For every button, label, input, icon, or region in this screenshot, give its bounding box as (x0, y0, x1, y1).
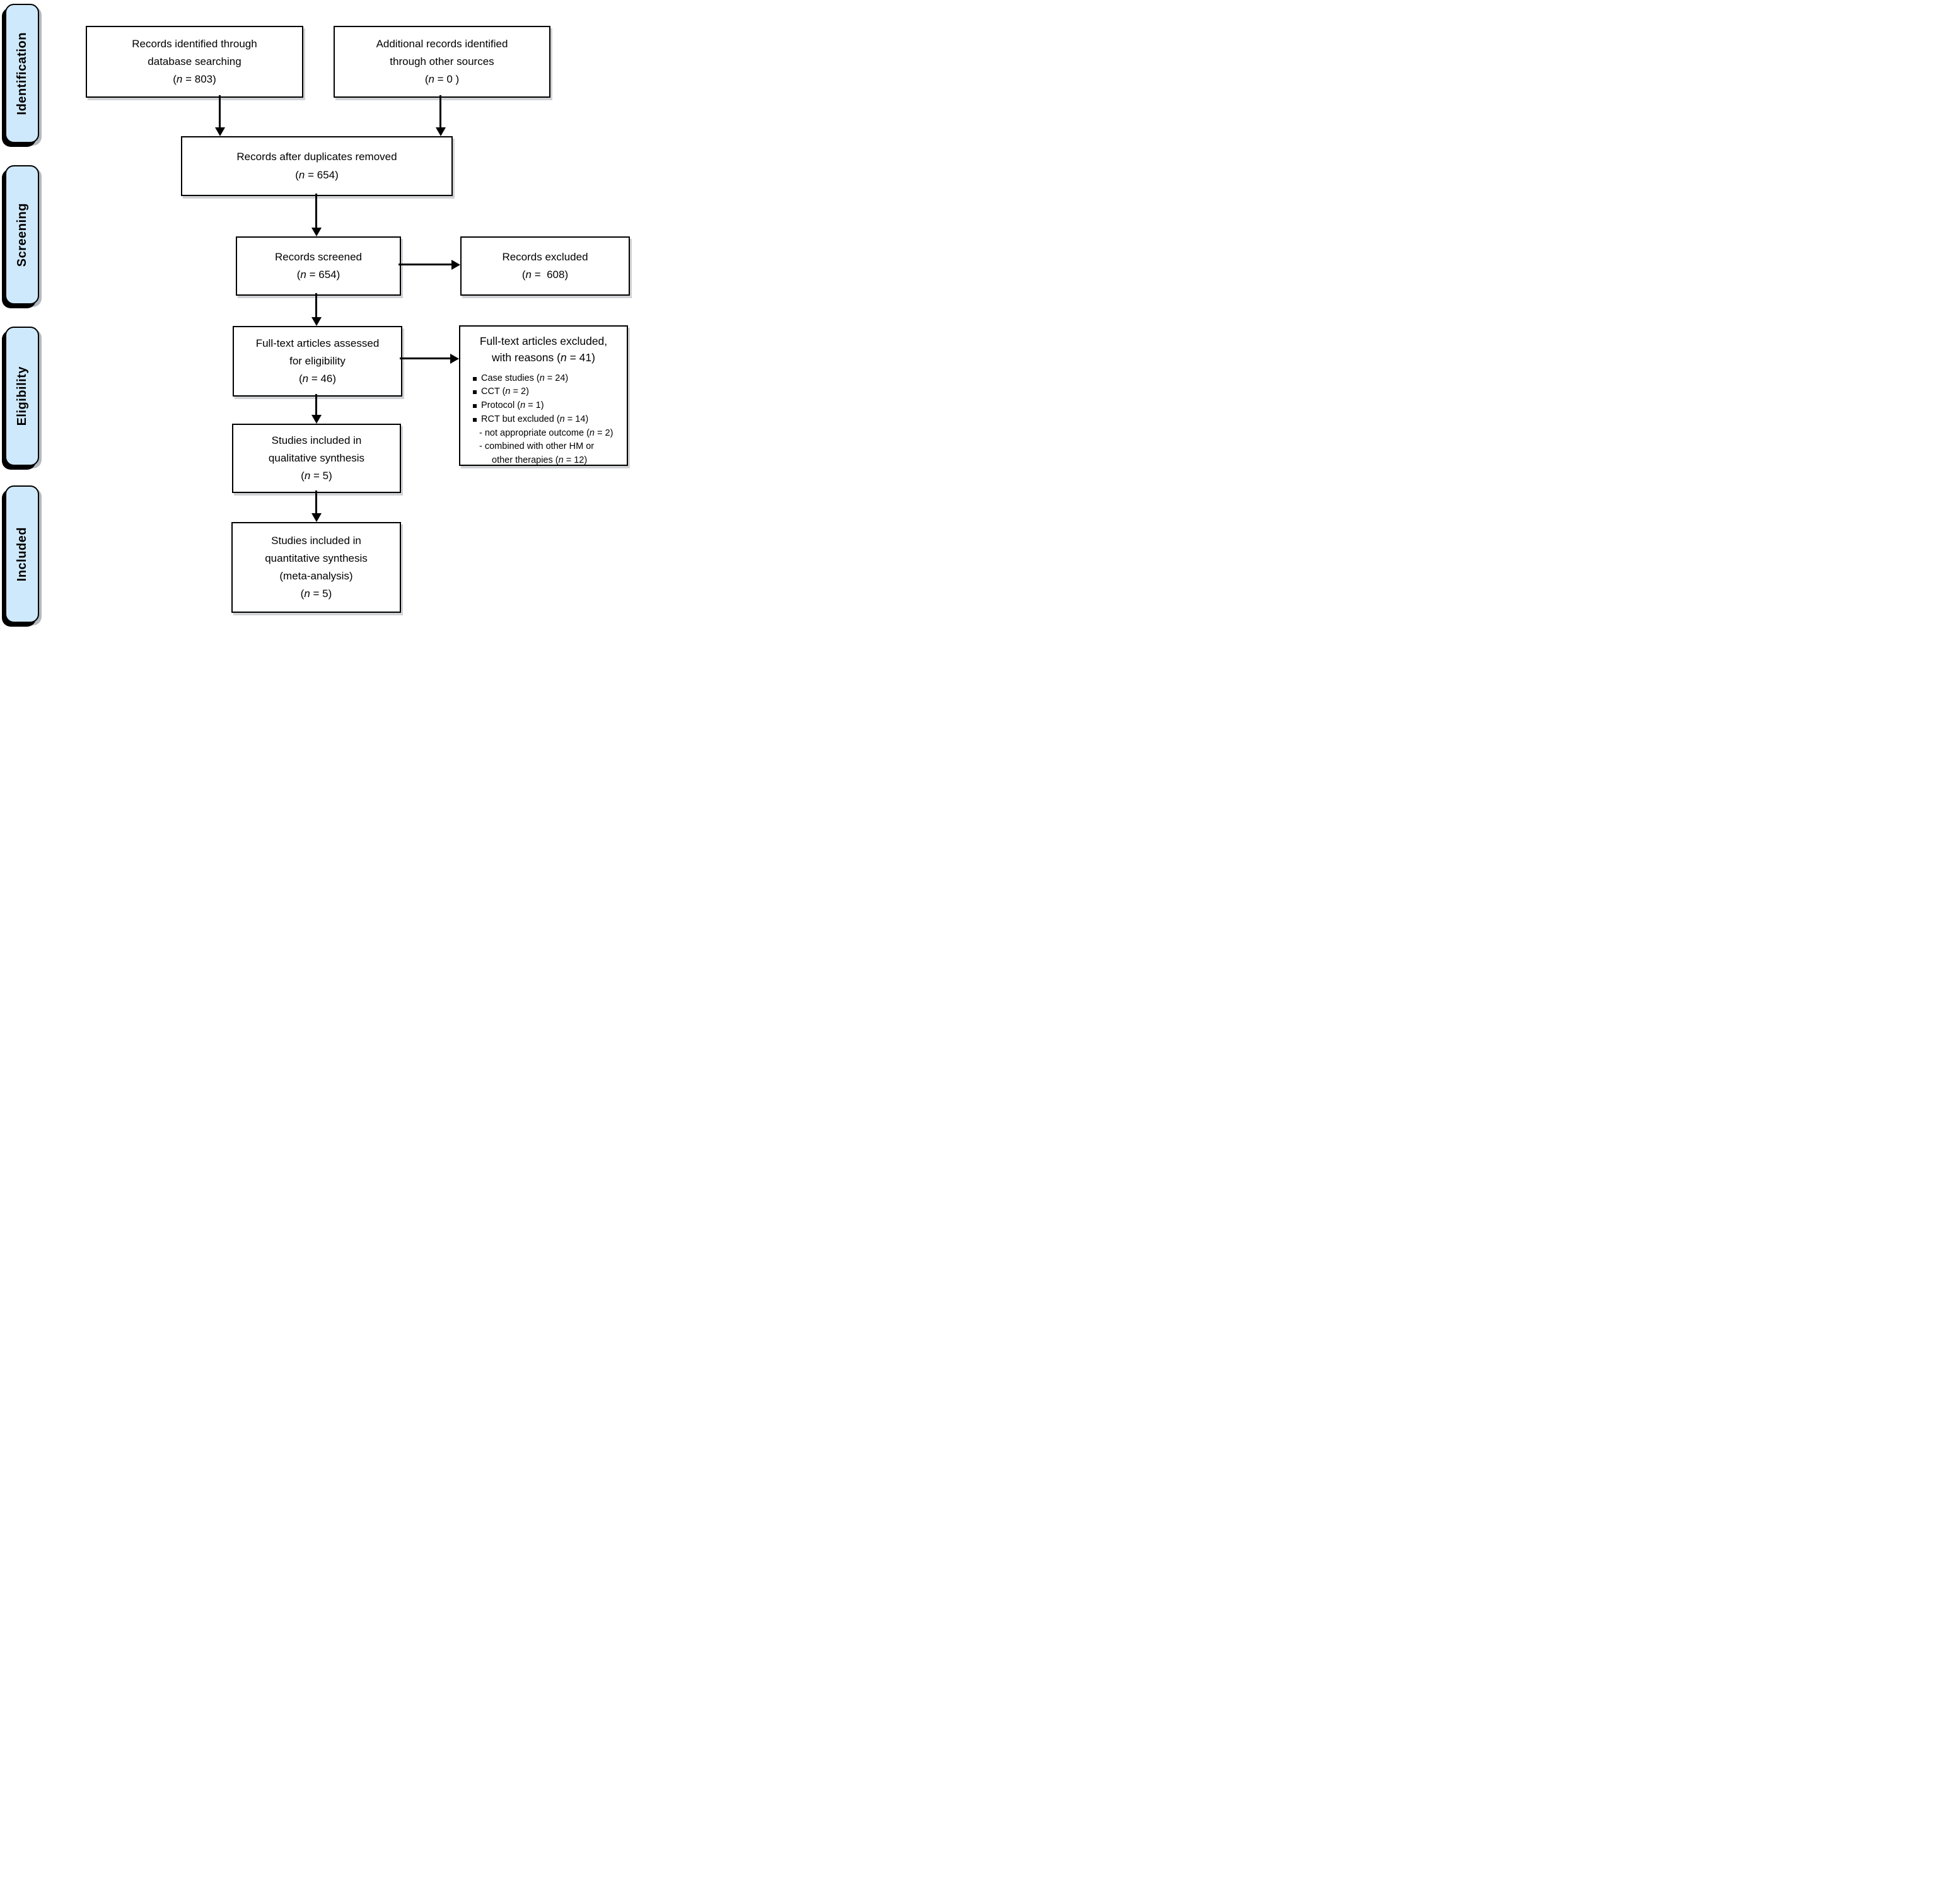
reason-text: RCT but excluded (n = 14) (481, 414, 589, 424)
arrow-line (315, 293, 317, 318)
box-text: Studies included in (271, 534, 361, 547)
arrow-down-icon (215, 127, 225, 136)
arrow-line (398, 264, 452, 265)
reason-text: Case studies (n = 24) (481, 373, 569, 383)
box-text: (meta-analysis) (279, 570, 353, 582)
sub-reason-text: other therapies (n = 12) (492, 455, 588, 465)
box-n-count: (n = 654) (296, 269, 340, 281)
stage-label: Included (15, 526, 29, 582)
bullet-square-icon (473, 390, 477, 395)
box-text: database searching (148, 55, 241, 67)
box-n-count: (n = 608) (521, 269, 569, 281)
box-text: Records after duplicates removed (236, 151, 397, 163)
sub-reason-text: - not appropriate outcome (n = 2) (479, 427, 614, 438)
additional-records-box: Additional records identified through ot… (334, 26, 550, 98)
box-n-count: (n = 803) (173, 73, 216, 86)
stage-eligibility: Eligibility (5, 327, 39, 466)
list-item: Case studies (n = 24) (467, 372, 620, 386)
arrow-right-icon (450, 354, 459, 364)
box-n-count: (n = 5) (300, 588, 332, 600)
arrow-line (439, 95, 441, 128)
stage-label: Screening (15, 202, 29, 267)
box-text: Records excluded (502, 250, 588, 263)
box-text: qualitative synthesis (268, 451, 365, 464)
fulltext-assessed-box: Full-text articles assessed for eligibil… (233, 326, 402, 397)
stage-identification: Identification (5, 4, 39, 143)
arrow-down-icon (436, 127, 446, 136)
records-excluded-box: Records excluded (n = 608) (460, 236, 630, 296)
exclusion-reason-list: Case studies (n = 24) CCT (n = 2) Protoc… (467, 372, 620, 468)
box-text: through other sources (390, 55, 494, 67)
fulltext-excluded-box: Full-text articles excluded, with reason… (459, 325, 628, 466)
list-item: RCT but excluded (n = 14) (467, 413, 620, 427)
box-text: Additional records identified (376, 37, 508, 50)
box-text: Records screened (275, 250, 362, 263)
box-n-count: with reasons (n = 41) (492, 351, 595, 364)
quantitative-synthesis-box: Studies included in quantitative synthes… (231, 522, 401, 613)
box-text: for eligibility (289, 354, 346, 367)
list-item: CCT (n = 2) (467, 385, 620, 399)
stage-screening: Screening (5, 165, 39, 305)
arrow-line (315, 491, 317, 514)
records-screened-box: Records screened (n = 654) (236, 236, 401, 296)
arrow-down-icon (311, 317, 322, 326)
sub-reason-text: - combined with other HM or (479, 441, 595, 452)
stage-label: Eligibility (15, 366, 29, 426)
arrow-line (315, 394, 317, 415)
box-text: quantitative synthesis (265, 552, 368, 564)
qualitative-synthesis-box: Studies included in qualitative synthesi… (232, 424, 401, 493)
arrow-down-icon (311, 228, 322, 236)
bullet-square-icon (473, 404, 477, 408)
arrow-down-icon (311, 415, 322, 424)
after-duplicates-box: Records after duplicates removed (n = 65… (181, 136, 453, 196)
records-identified-box: Records identified through database sear… (86, 26, 303, 98)
box-text: Studies included in (271, 434, 362, 446)
arrow-line (400, 357, 451, 359)
stage-label: Identification (15, 32, 29, 115)
arrow-right-icon (451, 260, 460, 270)
box-n-count: (n = 46) (298, 373, 337, 385)
reason-text: CCT (n = 2) (481, 386, 529, 397)
arrow-down-icon (311, 513, 322, 522)
box-text: Full-text articles excluded, (479, 335, 608, 347)
box-n-count: (n = 0 ) (424, 73, 460, 86)
arrow-line (315, 194, 317, 228)
prisma-flow-diagram: Identification Screening Eligibility Inc… (0, 0, 651, 635)
stage-included: Included (5, 485, 39, 623)
box-text: Records identified through (132, 37, 257, 50)
box-text: Full-text articles assessed (255, 337, 380, 349)
arrow-line (219, 95, 221, 128)
bullet-square-icon (473, 417, 477, 422)
box-n-count: (n = 5) (301, 470, 332, 482)
list-item: Protocol (n = 1) (467, 399, 620, 413)
bullet-square-icon (473, 376, 477, 381)
box-n-count: (n = 654) (295, 168, 339, 181)
reason-text: Protocol (n = 1) (481, 400, 544, 410)
